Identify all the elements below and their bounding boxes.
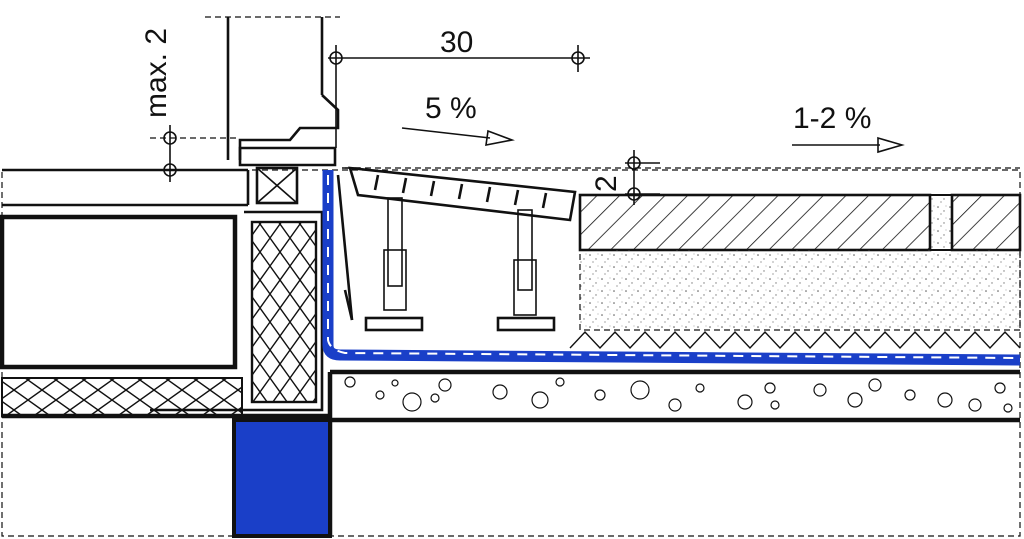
- dimension-2: [625, 150, 660, 205]
- pedestal-right: [496, 209, 556, 332]
- dimension-30-label: 30: [440, 26, 473, 59]
- pedestal-left: [364, 197, 424, 332]
- drainage-mat: [569, 330, 1021, 350]
- dimension-30: [328, 45, 590, 148]
- threshold-block: [255, 166, 299, 205]
- waterproofing-membrane: [322, 170, 1021, 366]
- concrete-slab: [327, 369, 1020, 536]
- door-frame: [150, 16, 340, 167]
- dimension-2-label: 2: [590, 175, 623, 192]
- dimension-max2: [163, 125, 177, 182]
- left-floor-construction: [0, 168, 330, 419]
- bedding-layer: [579, 249, 1021, 331]
- slope-5-arrow: [401, 127, 515, 146]
- grating-bars: [373, 174, 548, 209]
- slope-5-label: 5 %: [425, 92, 477, 125]
- slope-1-2-arrow: [792, 136, 905, 154]
- slope-1-2-label: 1-2 %: [793, 102, 871, 135]
- dimension-max2-label: max. 2: [140, 28, 173, 118]
- paving-slab: [578, 193, 1022, 252]
- insulation-column: [150, 210, 324, 412]
- grating: [345, 166, 1020, 222]
- structural-column: [232, 418, 332, 538]
